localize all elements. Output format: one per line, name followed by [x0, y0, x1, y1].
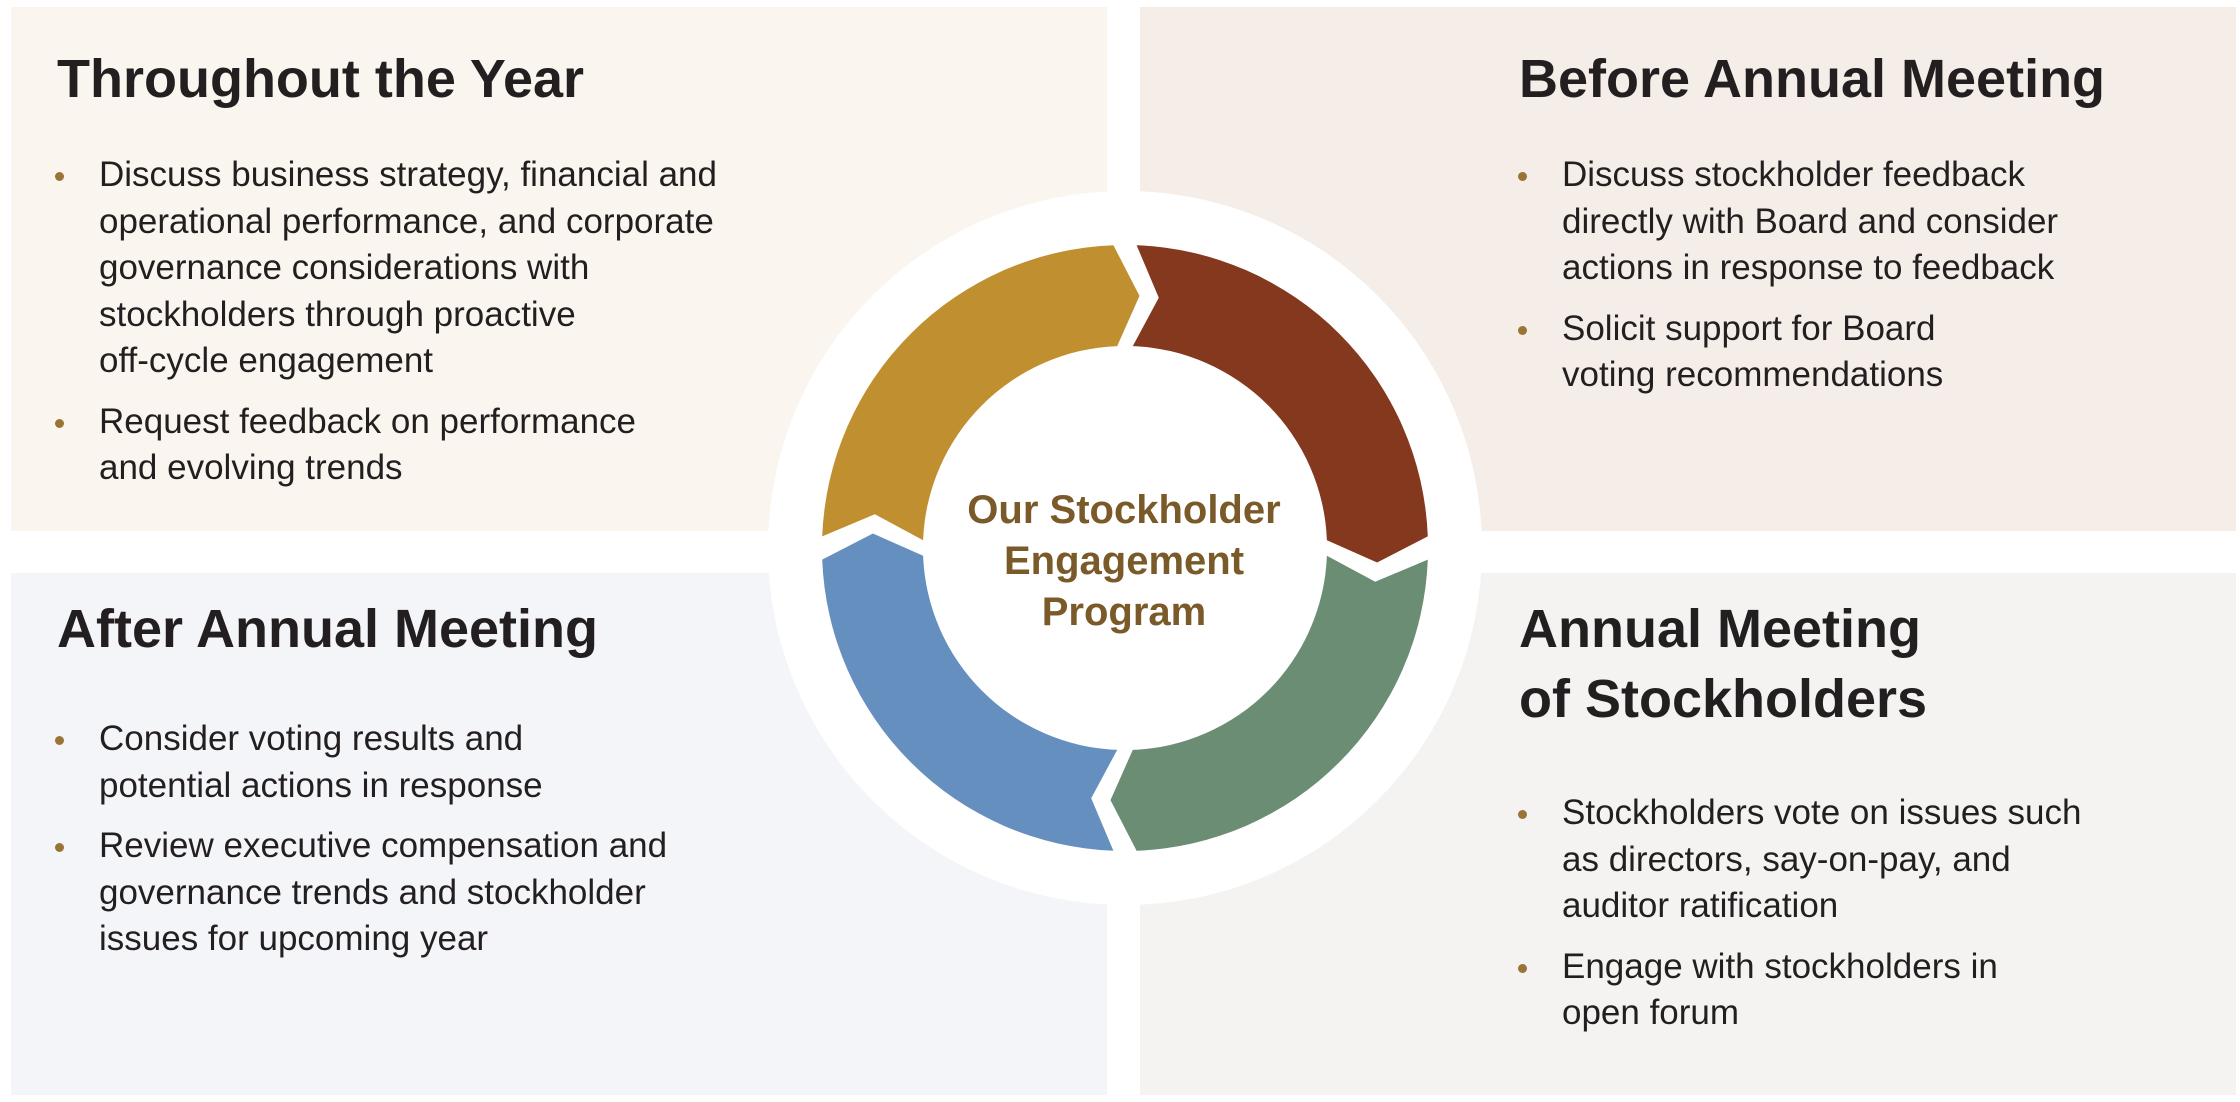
bullet-dot-icon	[55, 172, 64, 181]
bullet-dot-icon	[55, 736, 64, 745]
bullet-line: Consider voting results and	[99, 719, 524, 758]
before-meeting-title: Before Annual Meeting	[1519, 49, 2106, 109]
bullet-dot-icon	[1518, 810, 1527, 819]
center-title-line: Engagement	[1003, 539, 1245, 583]
bullet-line: governance trends and stockholder	[99, 872, 646, 912]
bullet-line: Engage with stockholders in	[1562, 946, 1998, 986]
annual-meeting-list: Stockholders vote on issues such as direc…	[1518, 790, 2218, 1051]
bullet-line: Request feedback on performance	[99, 401, 636, 441]
after-meeting-list: Consider voting results and potential act…	[55, 716, 855, 977]
annual-meeting-title-line: Annual Meeting	[1519, 599, 1921, 659]
throughout-year-title: Throughout the Year	[57, 49, 585, 109]
ring-segment-throughout-year	[822, 245, 1140, 541]
bullet-item: Consider voting results and potential act…	[55, 716, 855, 809]
bullet-item: Solicit support for Board voting recommen…	[1518, 306, 2218, 399]
bullet-dot-icon	[55, 418, 64, 428]
bullet-item: Stockholders vote on issues such as direc…	[1518, 790, 2218, 930]
bullet-line: issues for upcoming year	[99, 919, 489, 958]
bullet-dot-icon	[1518, 325, 1527, 335]
bullet-line: Solicit support for Board	[1562, 308, 1936, 348]
ring-segment-before-meeting	[1132, 245, 1428, 563]
bullet-line: operational performance, and corporate	[99, 201, 714, 241]
throughout-year-list: Discuss business strategy, financial and…	[55, 152, 855, 506]
bullet-item: Review executive compensation and governa…	[55, 823, 855, 963]
bullet-line: and evolving trends	[99, 448, 403, 487]
ring-segment-annual-meeting	[1110, 555, 1428, 851]
bullet-line: as directors, say-on-pay, and	[1562, 839, 2011, 879]
bullet-line: potential actions in response	[99, 765, 543, 805]
bullet-line: open forum	[1562, 993, 1740, 1032]
center-title: Our Stockholder Engagement Program	[924, 485, 1324, 638]
bullet-item: Discuss stockholder feedback directly wit…	[1518, 152, 2218, 292]
bullet-line: off-cycle engagement	[99, 341, 434, 380]
bullet-line: Discuss stockholder feedback	[1562, 155, 2025, 194]
bullet-line: auditor ratification	[1562, 886, 1839, 925]
center-title-line: Program	[1041, 590, 1207, 634]
bullet-line: Discuss business strategy, financial and	[99, 155, 717, 194]
annual-meeting-title: Annual Meeting of Stockholders	[1519, 594, 1927, 734]
bullet-dot-icon	[1518, 963, 1527, 973]
center-title-line: Our Stockholder	[967, 488, 1281, 532]
after-meeting-title: After Annual Meeting	[57, 599, 599, 659]
bullet-line: voting recommendations	[1562, 355, 1944, 394]
before-meeting-list: Discuss stockholder feedback directly wit…	[1518, 152, 2218, 413]
bullet-line: stockholders through proactive	[99, 294, 576, 334]
bullet-line: governance considerations with	[99, 248, 590, 287]
bullet-line: Stockholders vote on issues such	[1562, 793, 2082, 832]
bullet-line: directly with Board and consider	[1562, 201, 2059, 241]
bullet-dot-icon	[1518, 172, 1527, 181]
annual-meeting-title-line: of Stockholders	[1519, 669, 1928, 729]
bullet-item: Discuss business strategy, financial and…	[55, 152, 855, 385]
ring-segment-after-meeting	[822, 533, 1118, 851]
bullet-line: actions in response to feedback	[1562, 248, 2055, 287]
bullet-line: Review executive compensation and	[99, 826, 668, 865]
bullet-item: Engage with stockholders in open forum	[1518, 944, 2218, 1037]
bullet-dot-icon	[55, 843, 64, 852]
bullet-item: Request feedback on performance and evolv…	[55, 399, 855, 492]
